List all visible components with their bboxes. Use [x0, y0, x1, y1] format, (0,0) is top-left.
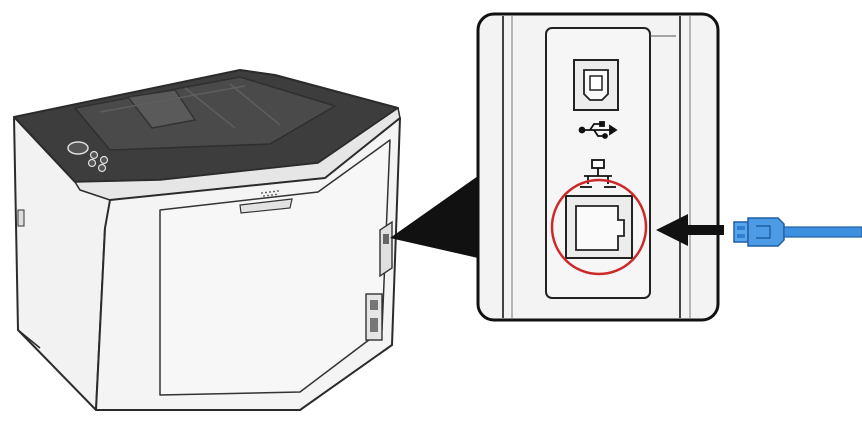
printer-port-area — [379, 220, 393, 278]
output-tray — [73, 76, 337, 151]
cable-plug-tip — [733, 221, 749, 243]
zoom-callout — [476, 12, 720, 322]
panel-button — [97, 163, 107, 173]
power-button — [67, 141, 89, 155]
ethernet-cable — [733, 217, 862, 247]
rear-cover-handle — [239, 198, 293, 214]
arrow-left-icon — [656, 214, 724, 246]
usb-port — [573, 59, 619, 111]
cable-plug-body — [747, 217, 785, 247]
panel-button — [87, 158, 97, 168]
usb-icon — [578, 121, 618, 139]
vent-dots — [261, 190, 279, 197]
zoom-wedge — [390, 176, 478, 258]
printer — [13, 69, 401, 411]
panel-button — [89, 150, 99, 160]
side-latch — [17, 209, 25, 227]
ethernet-port — [565, 195, 633, 259]
printer-port-slot — [383, 234, 389, 244]
cable-wire — [783, 226, 862, 238]
paper-stopper — [126, 89, 197, 129]
panel-button — [99, 155, 109, 165]
highlight-circle — [550, 178, 648, 276]
